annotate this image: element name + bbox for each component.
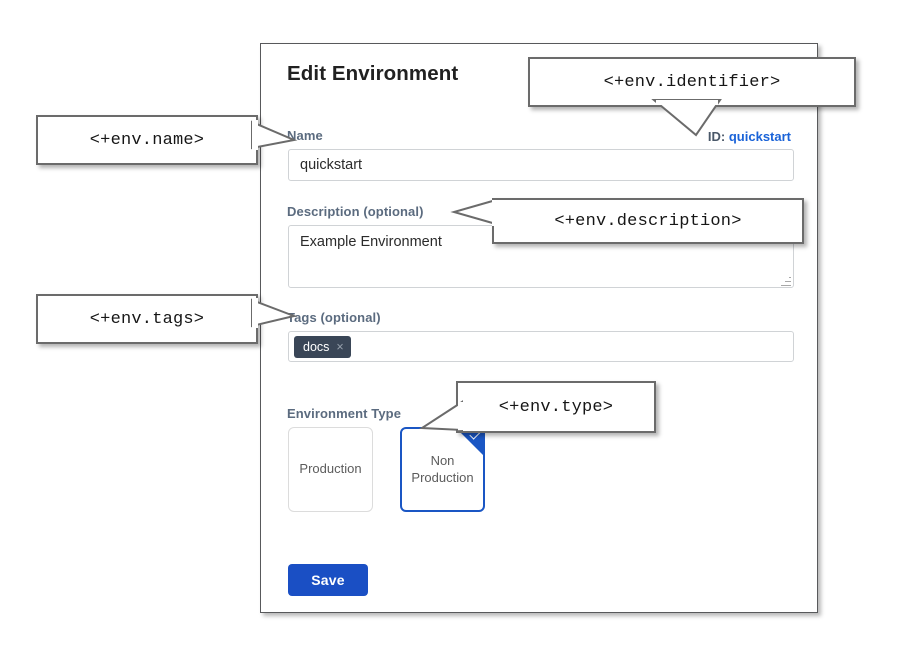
tag-chip-docs[interactable]: docs × xyxy=(294,336,351,358)
description-label: Description (optional) xyxy=(287,204,424,219)
tag-remove-icon[interactable]: × xyxy=(336,339,344,354)
tags-label: Tags (optional) xyxy=(287,310,381,325)
name-input[interactable] xyxy=(288,149,794,181)
annotation-callout-description: <+env.description> xyxy=(492,198,804,244)
environment-id-link[interactable]: quickstart xyxy=(728,129,791,144)
id-prefix-label: ID: xyxy=(707,129,726,144)
name-label: Name xyxy=(287,128,323,143)
annotation-tail-name xyxy=(251,120,298,150)
selected-corner-badge xyxy=(457,429,483,455)
annotation-tail-type xyxy=(418,400,468,432)
annotation-tail-description xyxy=(450,198,500,226)
env-type-card-non-production-label: Non Production xyxy=(411,453,474,485)
tags-input[interactable]: docs × xyxy=(288,331,794,362)
annotation-tail-tags xyxy=(251,298,298,328)
env-type-card-production-label: Production xyxy=(299,461,362,477)
save-button[interactable]: Save xyxy=(288,564,368,596)
annotation-callout-name: <+env.name> xyxy=(36,115,258,165)
annotation-tail-identifier xyxy=(651,99,722,137)
env-type-card-production[interactable]: Production xyxy=(288,427,373,512)
environment-type-label: Environment Type xyxy=(287,406,402,421)
page-title: Edit Environment xyxy=(287,62,459,85)
annotation-callout-tags: <+env.tags> xyxy=(36,294,258,344)
edit-environment-dialog: Edit Environment Name ID: quickstart Des… xyxy=(260,43,818,613)
annotation-callout-type: <+env.type> xyxy=(456,381,656,433)
tag-chip-label: docs xyxy=(303,339,330,354)
environment-id-line: ID: quickstart xyxy=(708,129,791,144)
env-type-card-non-production[interactable]: Non Production xyxy=(400,427,485,512)
